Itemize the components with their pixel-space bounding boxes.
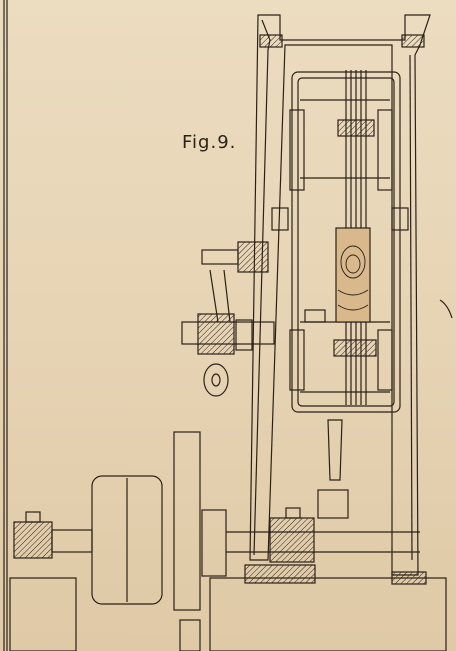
main-frame — [249, 14, 431, 576]
crank-mechanism — [181, 241, 275, 397]
base — [9, 564, 447, 651]
drive-assembly — [13, 431, 420, 611]
connecting-rod — [317, 419, 349, 519]
coupling — [201, 509, 227, 577]
right-guide-upper — [377, 109, 393, 191]
frame-top-left-block — [259, 34, 283, 48]
base-foot-right — [391, 571, 427, 585]
pulley-small — [203, 363, 229, 397]
right-guide-lower — [377, 329, 393, 391]
left-guide-upper — [289, 109, 305, 191]
wood-grain — [337, 245, 369, 311]
crank-bearing — [197, 313, 235, 355]
shaft-bearing — [269, 517, 315, 563]
figure-label: Fig.9. — [182, 132, 237, 153]
left-guide-lower — [289, 329, 305, 391]
base-foot-left — [244, 564, 316, 584]
lower-blade-clamp — [333, 339, 377, 357]
feed-screw-head — [304, 309, 326, 323]
large-pulley — [91, 475, 163, 605]
upper-blade-clamp — [337, 119, 375, 137]
frame-top-right-block — [401, 34, 425, 48]
left-roller — [271, 207, 289, 231]
right-edge-fragment — [439, 299, 453, 319]
left-bearing-housing — [13, 521, 53, 559]
rod-bearing — [317, 489, 349, 519]
right-roller — [391, 207, 409, 231]
flywheel — [173, 431, 201, 611]
timber-log — [335, 227, 371, 323]
